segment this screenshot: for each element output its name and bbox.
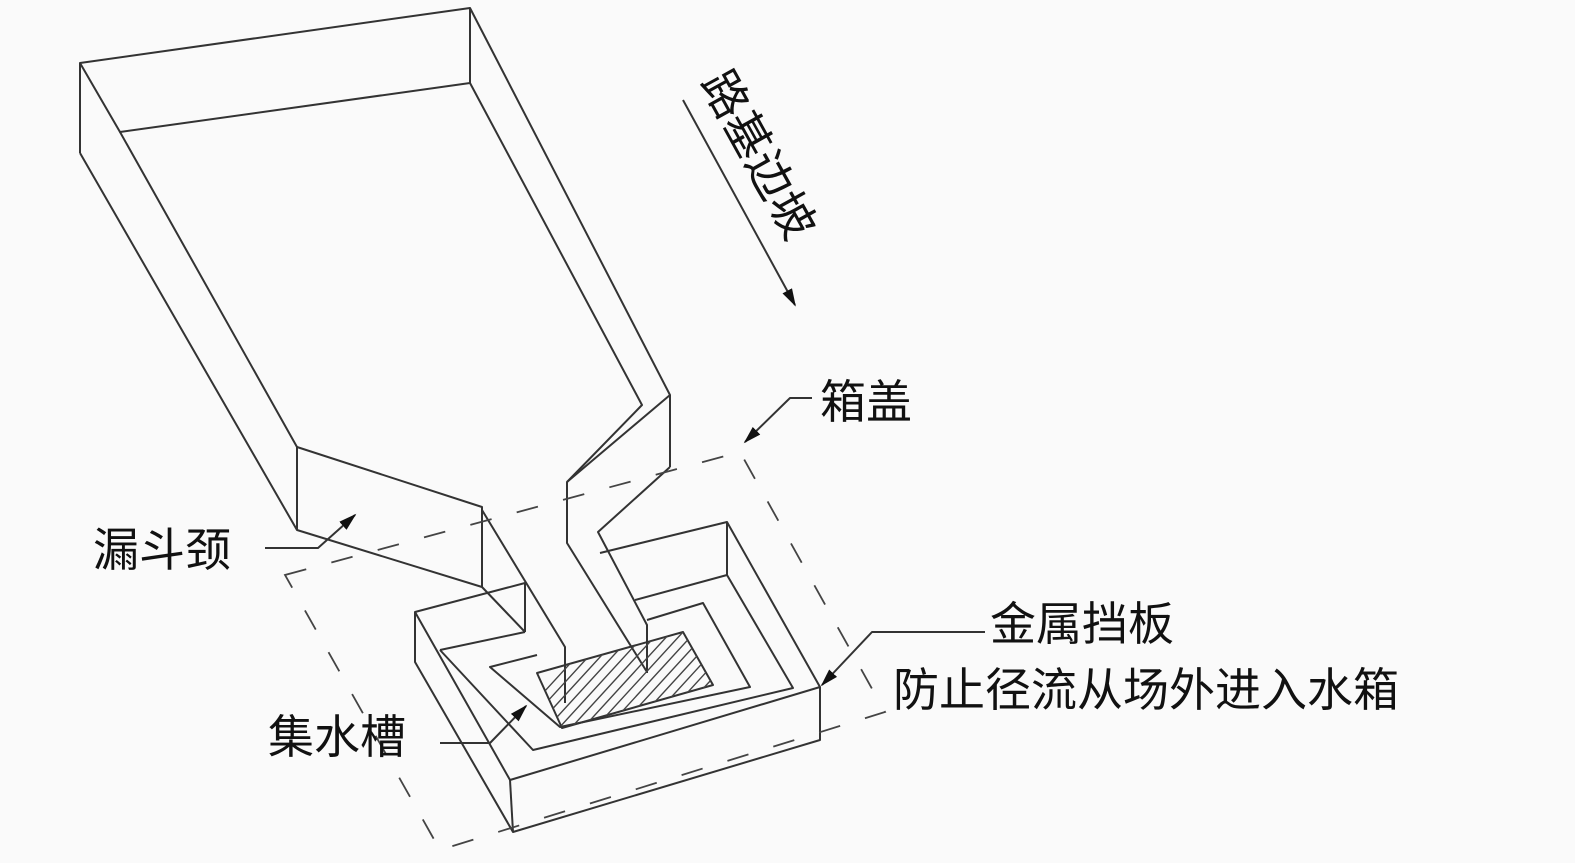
hatch-line	[716, 620, 826, 740]
hatch-line	[537, 632, 647, 728]
lid-label: 箱盖	[820, 375, 912, 429]
trough-arrow	[440, 704, 528, 744]
hatch-line	[583, 632, 695, 728]
hatch-line	[752, 620, 862, 740]
slope-label: 路基边坡	[690, 61, 826, 248]
hatch-line	[728, 620, 838, 740]
hatch-line	[679, 632, 713, 728]
metal-baffle-label: 金属挡板	[990, 597, 1174, 651]
funnel	[79, 7, 671, 703]
hatch-line	[537, 632, 623, 728]
lid-arrow	[743, 397, 812, 444]
baffle-note-label: 防止径流从场外进入水箱	[893, 663, 1399, 717]
hatch-line	[619, 632, 713, 728]
slope-direction-arrow	[682, 99, 796, 307]
hatch-line	[740, 620, 850, 740]
baffle-arrow	[820, 631, 985, 687]
funnel-neck-label: 漏斗颈	[93, 523, 231, 577]
funnel-neck-arrow	[265, 513, 357, 549]
collection-trough-label: 集水槽	[268, 710, 406, 764]
leader-lines	[265, 99, 985, 744]
lid-outline	[283, 450, 887, 852]
hatch-line	[703, 632, 713, 728]
